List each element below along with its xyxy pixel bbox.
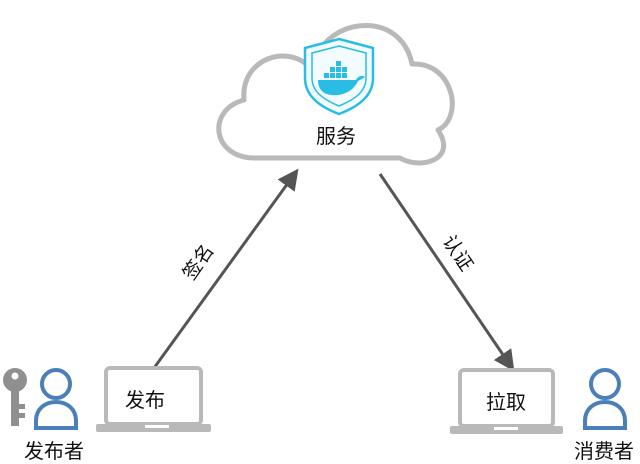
arrow-sign <box>152 168 299 369</box>
consumer-laptop-icon <box>450 368 563 434</box>
cloud-label: 服务 <box>316 124 356 148</box>
publisher-user-icon <box>34 368 78 430</box>
consumer-laptop-label: 拉取 <box>486 390 526 414</box>
docker-shield-icon <box>303 37 375 116</box>
publisher-laptop-label: 发布 <box>125 388 165 412</box>
key-icon <box>3 368 27 426</box>
publisher-label: 发布者 <box>24 439 84 463</box>
publisher-laptop-icon <box>96 366 211 432</box>
consumer-label: 消费者 <box>574 439 634 463</box>
consumer-user-icon <box>583 368 627 430</box>
arrow-verify <box>378 173 515 372</box>
